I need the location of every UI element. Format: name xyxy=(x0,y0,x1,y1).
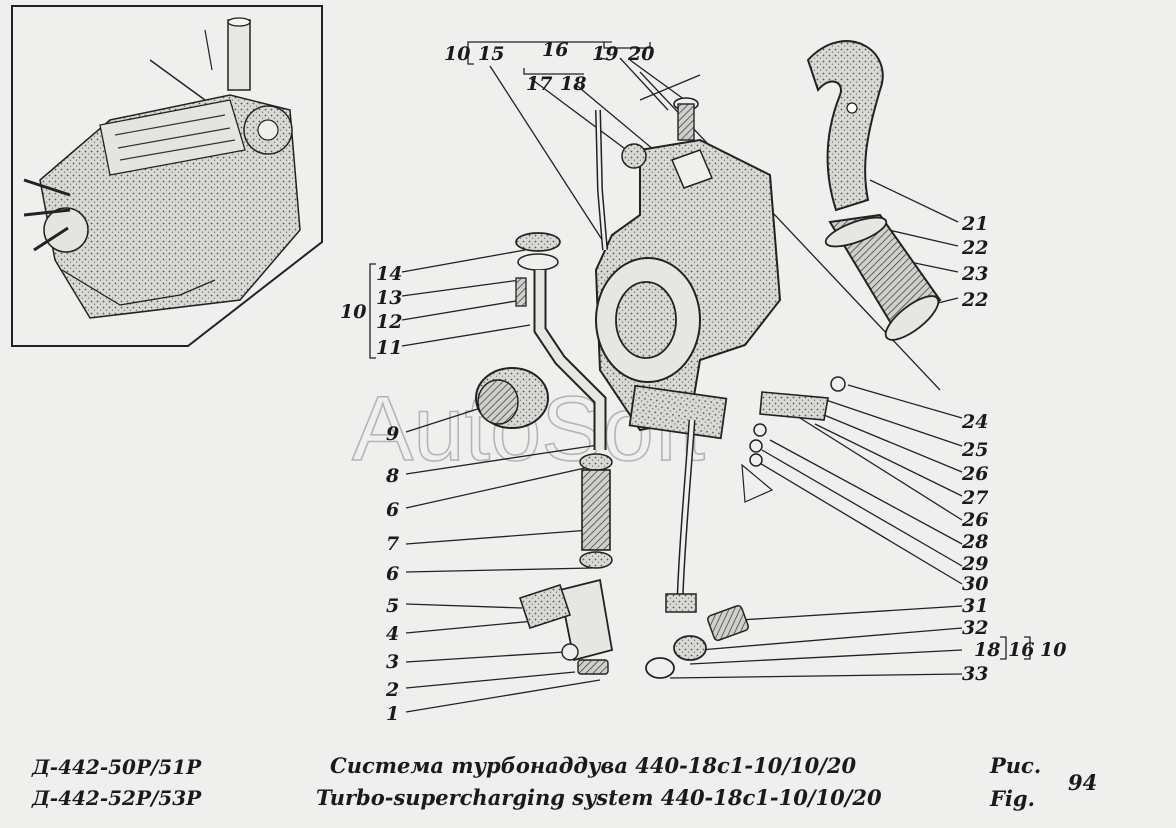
callout-31: 31 xyxy=(962,595,988,617)
callout-23: 23 xyxy=(961,263,988,285)
callout-9: 9 xyxy=(386,423,399,445)
callout-2: 2 xyxy=(385,679,399,701)
callout-22b: 22 xyxy=(961,289,988,311)
callout-top-16: 16 xyxy=(542,39,568,61)
callout-26a: 26 xyxy=(961,463,988,485)
callout-22a: 22 xyxy=(961,237,988,259)
callout-right-10: 10 xyxy=(1040,639,1066,661)
callout-5: 5 xyxy=(386,595,399,617)
figure-label-russian: Рис. xyxy=(990,753,1042,778)
engine-inset xyxy=(11,5,323,347)
callout-12: 12 xyxy=(376,311,402,333)
turbocharger xyxy=(594,97,782,440)
callout-19: 19 xyxy=(592,43,618,65)
callout-32: 32 xyxy=(962,617,988,639)
callout-left-10: 10 xyxy=(340,301,366,323)
title-english: Turbo-supercharging system 440-18с1-10/1… xyxy=(316,785,882,810)
oil-supply-tube xyxy=(645,419,749,679)
callout-25: 25 xyxy=(961,439,988,461)
callout-33: 33 xyxy=(962,663,988,685)
callout-14: 14 xyxy=(376,263,402,285)
callout-28: 28 xyxy=(961,531,988,553)
figure-label-english: Fig. xyxy=(990,786,1035,811)
callout-top-10: 10 xyxy=(444,43,470,65)
callouts: 10 15 16 17 18 19 20 10 14 13 12 11 9 8 … xyxy=(340,39,1066,725)
callout-6a: 6 xyxy=(386,499,399,521)
callout-30: 30 xyxy=(962,573,988,595)
callout-3: 3 xyxy=(386,651,399,673)
group-brackets xyxy=(369,41,1031,660)
title-russian: Система турбонаддува 440-18с1-10/10/20 xyxy=(330,753,857,778)
callout-8: 8 xyxy=(385,465,399,487)
bracket-parts xyxy=(741,376,846,503)
callout-7: 7 xyxy=(386,533,399,555)
callout-17: 17 xyxy=(526,73,552,95)
callout-6b: 6 xyxy=(386,563,399,585)
callout-24: 24 xyxy=(961,411,988,433)
model-line-2: Д-442-52Р/53Р xyxy=(32,786,202,810)
callout-right-16: 16 xyxy=(1008,639,1034,661)
callout-13: 13 xyxy=(376,287,402,309)
figure-number: 94 xyxy=(1068,770,1098,795)
callout-4: 4 xyxy=(386,623,399,645)
callout-27: 27 xyxy=(961,487,988,509)
callout-20: 20 xyxy=(627,43,654,65)
oil-drain-assembly xyxy=(475,232,614,675)
callout-11: 11 xyxy=(376,337,402,359)
model-line-1: Д-442-50Р/51Р xyxy=(32,755,202,779)
callout-right-18: 18 xyxy=(974,639,1000,661)
intake-hose xyxy=(806,40,942,341)
callout-21: 21 xyxy=(961,213,988,235)
callout-15: 15 xyxy=(478,43,504,65)
callout-top-18: 18 xyxy=(560,73,586,95)
callout-1: 1 xyxy=(386,703,399,725)
callout-26b: 26 xyxy=(961,509,988,531)
callout-29: 29 xyxy=(961,553,988,575)
